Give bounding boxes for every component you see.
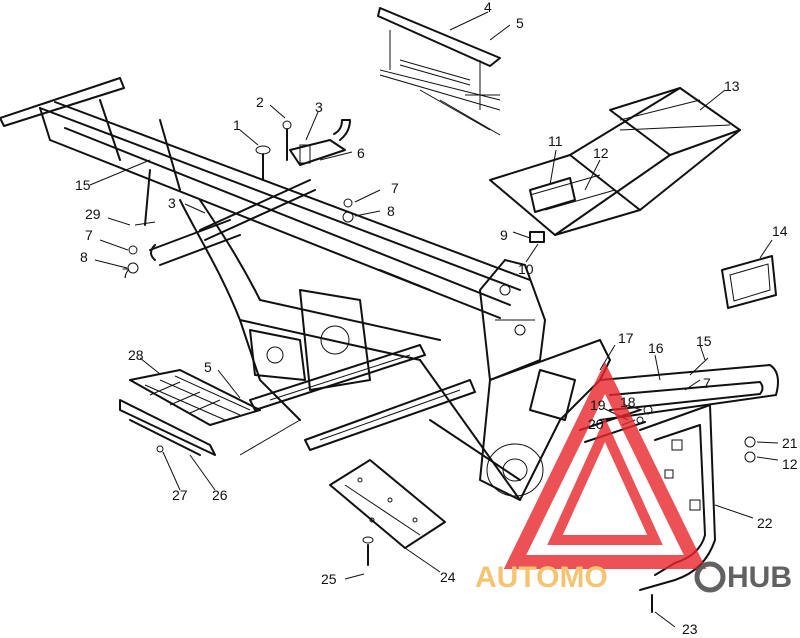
watermark-gear-icon — [694, 561, 726, 593]
callout-28: 28 — [128, 347, 144, 363]
callouts: 1 2 3 3 4 5 5 6 7 7 7 7 8 8 9 10 11 12 1… — [75, 0, 798, 637]
top-inset-bracket — [377, 7, 501, 136]
watermark-text-part1: AUTOMO — [475, 561, 608, 594]
callout-7c: 7 — [703, 375, 711, 391]
callout-10: 10 — [518, 261, 534, 277]
callout-1: 1 — [233, 117, 241, 133]
callout-14: 14 — [772, 223, 788, 239]
callout-5: 5 — [516, 15, 524, 31]
callout-15: 15 — [75, 177, 91, 193]
main-frame — [0, 77, 611, 501]
callout-29: 29 — [85, 206, 101, 222]
callout-7: 7 — [391, 180, 399, 196]
watermark-logo: AUTOMO HUB — [475, 362, 792, 594]
footrest — [119, 369, 261, 456]
callout-23: 23 — [682, 621, 698, 637]
rear-rack — [489, 87, 741, 243]
callout-13: 13 — [724, 78, 740, 94]
callout-24: 24 — [440, 569, 456, 585]
hardware — [127, 169, 709, 424]
callout-4: 4 — [484, 0, 492, 15]
callout-7d: 7 — [122, 265, 130, 281]
callout-6: 6 — [357, 145, 365, 161]
callout-21: 21 — [782, 435, 798, 451]
callout-12: 12 — [593, 145, 609, 161]
reflector — [721, 255, 777, 309]
skid-plate — [329, 459, 446, 566]
callout-2: 2 — [256, 94, 264, 110]
leader-lines — [89, 11, 779, 628]
callout-7b: 7 — [85, 227, 93, 243]
callout-26: 26 — [212, 487, 228, 503]
watermark-text-part2: HUB — [727, 561, 792, 594]
callout-15b: 15 — [696, 333, 712, 349]
callout-18: 18 — [620, 394, 636, 410]
callout-22: 22 — [757, 515, 773, 531]
callout-17: 17 — [618, 330, 634, 346]
callout-8b: 8 — [80, 249, 88, 265]
callout-11: 11 — [548, 133, 563, 149]
callout-3b: 3 — [168, 195, 176, 211]
callout-8: 8 — [387, 203, 395, 219]
callout-5b: 5 — [204, 359, 212, 375]
callout-19: 19 — [590, 397, 606, 413]
callout-9: 9 — [500, 227, 508, 243]
callout-12b: 12 — [782, 456, 798, 472]
watermark-triangle-icon — [503, 362, 707, 569]
callout-3: 3 — [315, 99, 323, 115]
callout-25: 25 — [321, 571, 337, 587]
callout-16: 16 — [648, 340, 664, 356]
callout-27: 27 — [172, 487, 188, 503]
callout-20: 20 — [588, 416, 604, 432]
